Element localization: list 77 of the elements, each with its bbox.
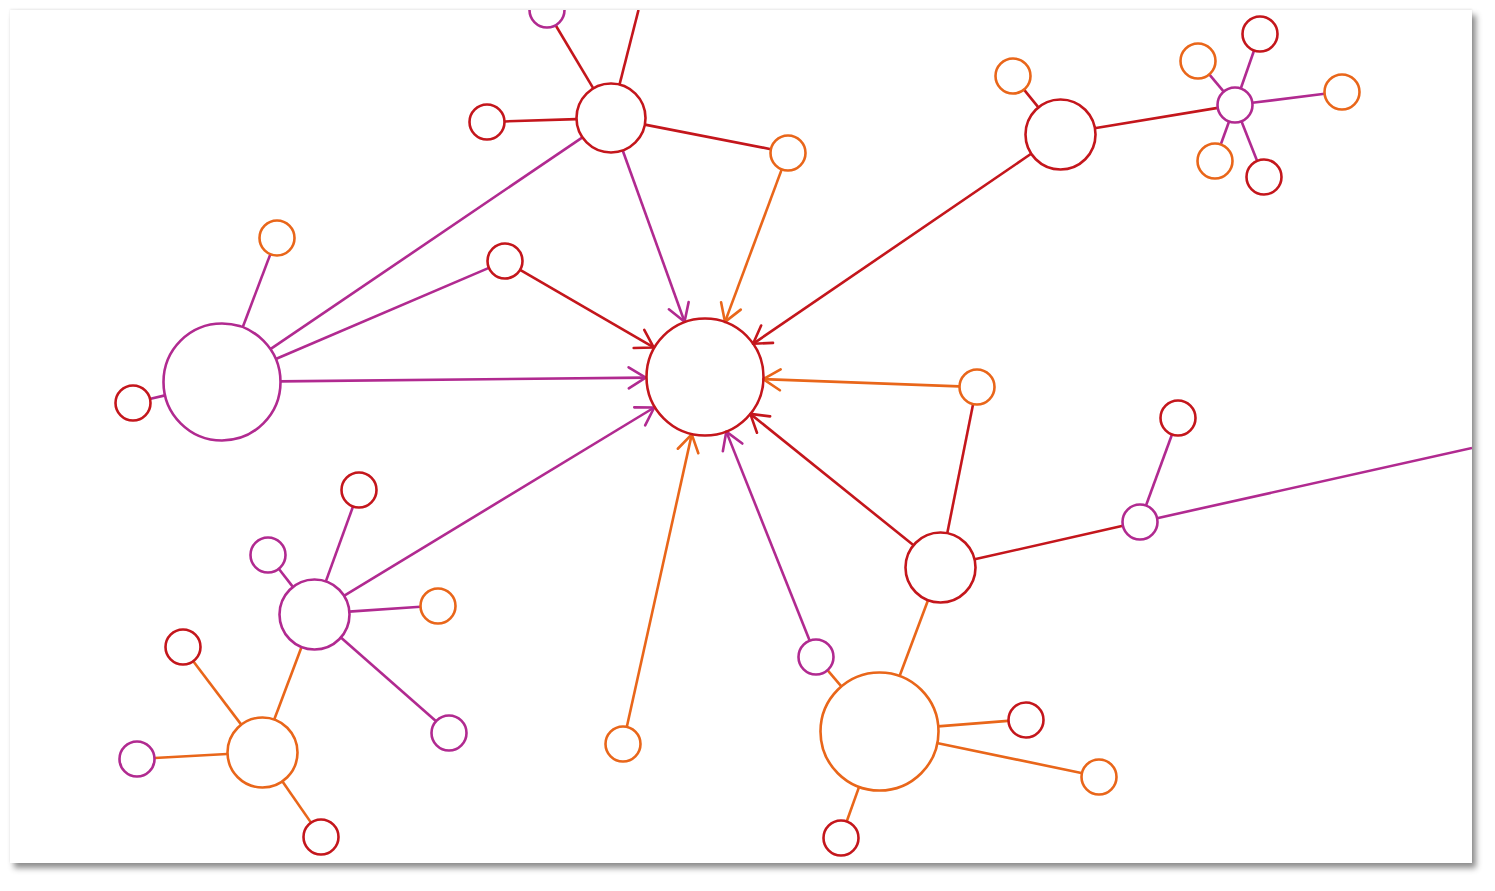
connector-line [1156,446,1472,520]
connector-line [618,10,640,85]
circle-node [644,317,765,437]
connector-line [1239,49,1256,89]
connector-line [324,506,355,582]
connector-line [1219,121,1231,145]
circle-node [419,586,457,625]
circle-node [277,577,351,651]
circle-node [1006,700,1045,739]
circle-node [257,219,296,257]
circle-node [818,670,940,792]
arrow [280,366,647,390]
connector-line [845,786,861,822]
circle-node [1023,97,1097,171]
circle-node [957,368,996,406]
connector-line [348,605,421,613]
connector-line [280,780,313,824]
connector-line [504,117,577,123]
circle-node [340,471,378,509]
connector-line [192,660,242,725]
circle-node [249,536,287,574]
circle-node [1159,399,1197,437]
connector-line [149,394,166,401]
connector-line [269,136,584,351]
connector-line [644,123,772,151]
arrow [519,268,655,350]
connector-line [339,636,437,722]
circle-node [797,637,835,676]
connector-line [275,266,490,361]
connector-line [554,24,595,90]
arrow [343,406,656,597]
connector-line [241,253,272,328]
connector-line [1208,73,1225,93]
connector-line [1240,120,1259,162]
circle-node [1079,757,1118,796]
circle-node [118,740,156,778]
circle-node [1323,72,1361,111]
circle-node [468,103,506,141]
arrow [721,430,811,641]
connector-line [154,752,228,760]
connector-line [1252,92,1325,105]
connector-line [898,599,930,677]
connector-line [936,741,1082,775]
circle-node [430,713,468,752]
connector-line [1144,434,1174,506]
connector-line [974,524,1124,561]
circle-node [822,818,860,857]
circle-node [1244,158,1283,196]
connector-line [946,403,975,533]
connector-line [1023,88,1039,108]
connector-line [277,568,294,588]
connector-line [273,646,303,720]
arrow [625,433,700,728]
circle-node [904,530,977,604]
circle-node [1196,141,1234,180]
arrow [719,168,784,324]
circle-node [486,242,524,280]
circle-node [575,82,647,154]
circle-node [163,628,202,666]
circle-node [113,384,152,422]
circle-node [225,715,299,789]
circle-node [769,133,807,172]
circle-node [1241,14,1279,53]
arrow [761,368,960,392]
connector-line [937,719,1009,728]
arrow [621,150,690,323]
circle-node [1216,86,1254,124]
connector-line [1094,106,1218,130]
connector-line [826,669,842,687]
circle-node [1121,503,1159,541]
circle-node [302,818,340,856]
circle-node [994,57,1032,95]
arrow [749,412,915,547]
circle-node [162,322,282,442]
circle-node [604,725,642,763]
circle-node [1179,42,1217,80]
arrow [751,152,1032,346]
